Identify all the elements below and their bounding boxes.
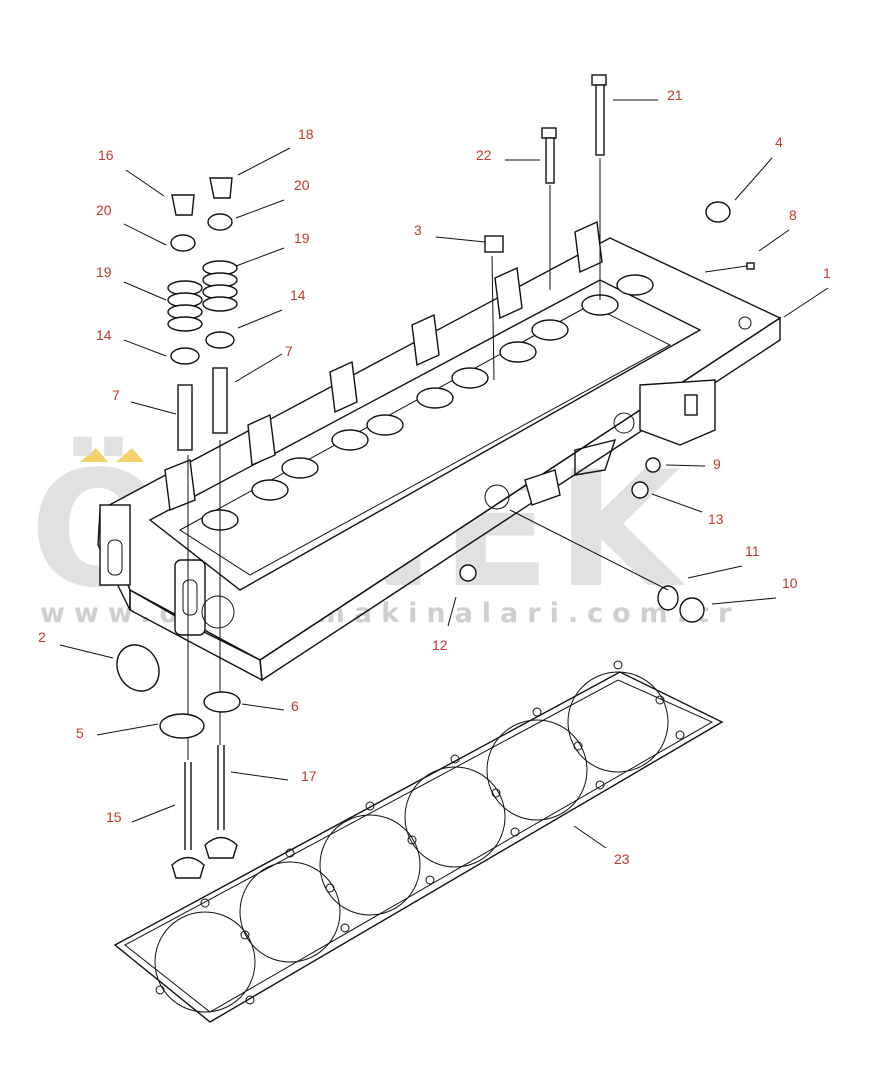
callout-17: 17 [301, 768, 317, 784]
valves [171, 367, 238, 879]
callout-12: 12 [432, 637, 448, 653]
callout-21: 21 [667, 87, 683, 103]
callout-7-upper: 7 [285, 343, 293, 359]
callout-4: 4 [775, 134, 783, 150]
valve-ports [201, 274, 654, 531]
callout-7-lower: 7 [112, 387, 120, 403]
callout-15: 15 [106, 809, 122, 825]
loose-parts [116, 74, 755, 739]
watermark-accent-right [116, 448, 144, 462]
callout-22: 22 [476, 147, 492, 163]
watermark-accent-left [80, 448, 108, 462]
callout-3: 3 [414, 222, 422, 238]
callout-20-left: 20 [96, 202, 112, 218]
leader-lines [59, 99, 829, 849]
callout-14-left: 14 [96, 327, 112, 343]
callout-20-right: 20 [294, 177, 310, 193]
callout-6: 6 [291, 698, 299, 714]
callout-8: 8 [789, 207, 797, 223]
callout-11: 11 [745, 543, 760, 559]
callout-23: 23 [614, 851, 630, 867]
cylinder-head [97, 237, 782, 682]
callout-14-right: 14 [290, 287, 306, 303]
callout-19-left: 19 [96, 264, 112, 280]
callout-10: 10 [782, 575, 798, 591]
callout-2: 2 [38, 629, 46, 645]
callout-1: 1 [823, 265, 831, 281]
callout-16: 16 [98, 147, 114, 163]
callout-labels: 1 2 3 4 5 6 7 7 8 9 10 11 12 13 14 14 15… [38, 87, 831, 867]
rocker-pedestals [164, 220, 603, 511]
watermark-url: www.orneksmakinalari.com.tr [40, 598, 740, 629]
callout-5: 5 [76, 725, 84, 741]
callout-13: 13 [708, 511, 724, 527]
valve-springs [167, 177, 238, 365]
head-gasket [113, 660, 724, 1023]
callout-18: 18 [298, 126, 314, 142]
callout-19-right: 19 [294, 230, 310, 246]
callout-9: 9 [713, 456, 721, 472]
